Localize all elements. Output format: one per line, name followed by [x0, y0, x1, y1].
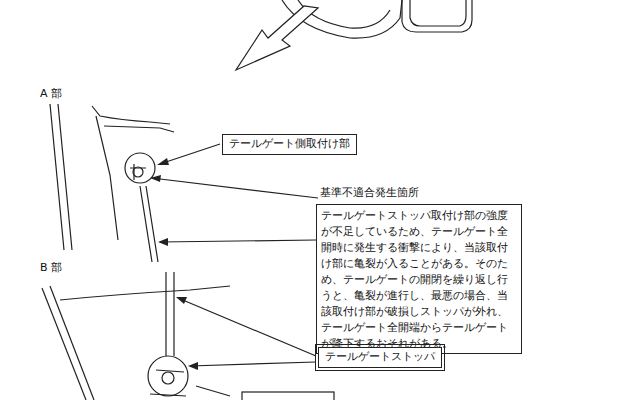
- arrowhead: [188, 362, 198, 370]
- leader-line: [196, 386, 230, 396]
- arrowhead: [158, 238, 168, 246]
- arrowhead: [157, 158, 169, 165]
- section-label: A 部: [40, 86, 62, 101]
- view-arrow: [236, 6, 318, 70]
- leader-line: [152, 178, 318, 198]
- lamp-outline: [402, 0, 472, 32]
- body-frame: [92, 106, 170, 124]
- note-box: 基準不適合発生箇所テールゲートストッパ取付け部の強度が不足しているため、テールゲ…: [316, 186, 522, 354]
- lamp-outline: [410, 0, 466, 26]
- note-body: テールゲートストッパ取付け部の強度が不足しているため、テールゲート全開時に発生す…: [316, 204, 522, 354]
- section-label: B 部: [40, 260, 62, 275]
- label-box: テールゲートストッパ: [318, 347, 442, 368]
- part-name: テールゲートストッパ: [325, 350, 435, 365]
- arrowhead: [150, 175, 161, 182]
- detail-circle: [125, 153, 155, 183]
- leader-line: [178, 298, 316, 356]
- bracket: [150, 370, 186, 396]
- detail-circle: [148, 356, 188, 396]
- body-frame: [60, 286, 230, 300]
- bolt: [162, 372, 174, 384]
- note-heading: 基準不適合発生箇所: [318, 186, 421, 200]
- tailgate-edge: [50, 104, 64, 250]
- leader-line: [160, 144, 220, 164]
- bracket: [130, 164, 146, 180]
- cut-off-box: [242, 392, 334, 400]
- tailgate-edge: [58, 104, 72, 250]
- tailgate-edge: [50, 286, 94, 400]
- label-box: テールゲート側取付け部: [222, 134, 357, 155]
- body-frame: [104, 126, 174, 132]
- arrowhead: [176, 297, 187, 304]
- tailgate-edge: [42, 288, 86, 400]
- stopper-strut: [166, 272, 174, 356]
- part-name: テールゲート側取付け部: [229, 137, 350, 152]
- leader-line: [190, 362, 316, 366]
- body-frame: [96, 116, 118, 240]
- stopper-strut: [140, 186, 158, 262]
- leader-line: [160, 240, 316, 242]
